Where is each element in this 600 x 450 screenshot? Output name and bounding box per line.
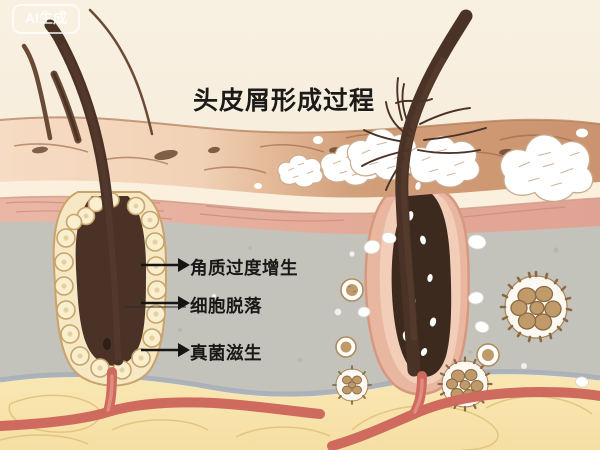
callout-arrows (141, 258, 190, 357)
fungal-colony-small (332, 365, 372, 405)
fungal-colony-large (499, 270, 573, 343)
shed-cell (340, 278, 364, 302)
shed-cells (335, 232, 589, 388)
page-title: 头皮屑形成过程 (193, 87, 376, 115)
title-decoration (395, 98, 433, 104)
callout-arrow-0 (141, 258, 190, 272)
shed-cell (335, 336, 357, 358)
dandruff-flakes (277, 128, 594, 203)
callout-arrow-1 (141, 296, 190, 310)
shed-cell-plain (357, 232, 589, 388)
callout-label-cell-shedding: 细胞脱落 (190, 296, 262, 316)
callout-arrow-2 (141, 343, 190, 357)
callout-label-keratin-hyperplasia: 角质过度增生 (190, 258, 298, 278)
callout-label-fungal-growth: 真菌滋生 (190, 343, 262, 363)
shed-cell (476, 343, 500, 367)
keratin-cell-nuclei (61, 203, 160, 373)
blood-vessels (0, 367, 600, 450)
leader-lines (124, 306, 186, 308)
left-hair-follicle (44, 19, 168, 387)
right-wispy-hairs (361, 77, 487, 191)
left-secondary-hairs (21, 8, 154, 144)
